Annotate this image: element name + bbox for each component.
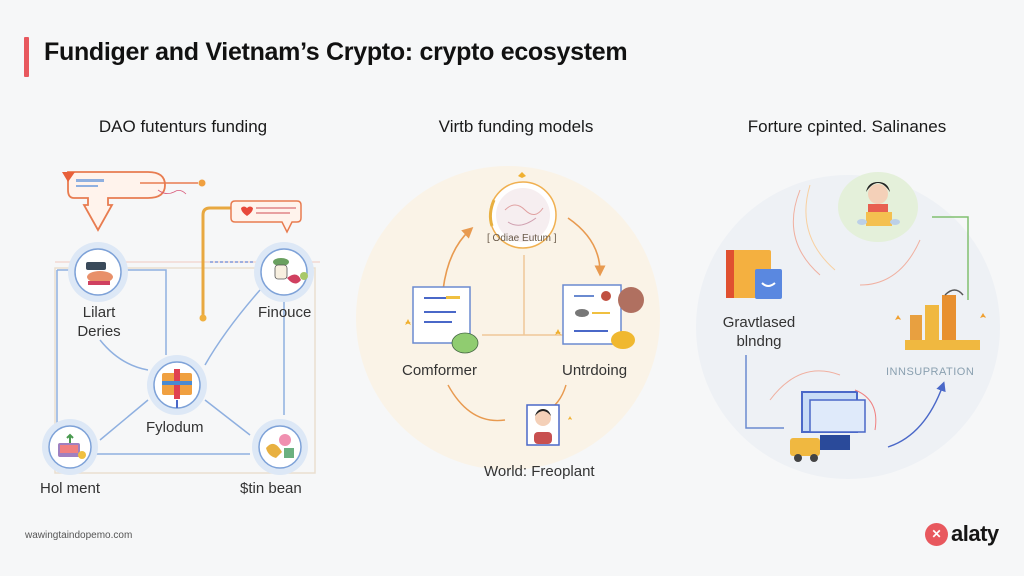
node-label-stin-bean: $tin bean (240, 480, 302, 497)
document-chick-icon (555, 284, 644, 349)
node-label-world-freoplant: World: Freoplant (484, 463, 595, 480)
book-icon (726, 250, 782, 299)
brand-logo-icon: ✕ (925, 522, 948, 546)
salinanes-cycle (696, 172, 1000, 479)
funding-models-cycle (356, 166, 660, 470)
section-heading-models: Virtb funding models (438, 117, 594, 136)
node-label-line: Lilart (82, 304, 116, 321)
gift-box-icon (147, 355, 207, 415)
dao-connector (204, 399, 251, 436)
node-label-finouce: Finouce (258, 304, 312, 321)
node-label-innsupration: INNSUPRATION (886, 366, 975, 378)
swirl-line (792, 189, 821, 276)
node-label-gravtlased: Gravtlased blndng (719, 313, 799, 351)
swirl-line (859, 239, 921, 286)
cycle-connector (482, 255, 565, 336)
document-frog-icon (405, 286, 479, 354)
growth-arrow (887, 381, 946, 448)
cycle-arc (447, 384, 506, 422)
orange-connector (199, 206, 235, 322)
node-label-line: blndng (736, 333, 782, 350)
desk-plant-icon (42, 419, 98, 475)
globe-tag: [ Odiae Eutum ] (487, 233, 557, 244)
cycle-background (356, 166, 660, 470)
title-accent-bar (24, 37, 29, 77)
node-label-hol-ment: Hol ment (40, 480, 101, 497)
dao-frame (54, 267, 316, 474)
section-heading-dao: DAO futenturs funding (98, 117, 268, 136)
factory-icon (895, 289, 986, 350)
finance-person-icon (254, 242, 314, 302)
cycle-arrow (567, 217, 606, 277)
dao-connector (204, 289, 261, 366)
heart-bubble-icon (230, 200, 302, 234)
cycle-background (696, 175, 1000, 479)
node-label-lilart: Lilart Deries (76, 303, 122, 341)
speech-bubble-icon (62, 171, 206, 232)
node-label-line: Gravtlased (722, 314, 796, 331)
brand-name: alaty (951, 521, 999, 546)
dao-connector (99, 399, 149, 441)
node-label-line: Deries (77, 323, 121, 340)
node-label-fylodum: Fylodum (146, 419, 204, 436)
brand-logo: ✕ alaty (925, 521, 999, 547)
dao-network (42, 171, 320, 475)
node-label-comformer: Comformer (402, 362, 478, 379)
node-label-untrdoing: Untrdoing (562, 362, 628, 379)
blue-connector (745, 355, 784, 429)
person-laptop-icon (857, 182, 900, 226)
section-heading-salinanes: Forture cpinted. Salinanes (747, 117, 947, 136)
slide-title: Fundiger and Vietnam’s Crypto: crypto ec… (44, 38, 628, 66)
green-connector (932, 216, 969, 300)
swirl-line (805, 184, 836, 271)
globe-icon (488, 172, 557, 249)
footer-url[interactable]: wawingtaindopemo.com (25, 530, 133, 541)
handshake-icon (252, 419, 308, 475)
computer-truck-icon (769, 370, 877, 462)
crypto-hardware-icon (68, 242, 128, 302)
dao-connector (99, 339, 149, 371)
person-portrait-icon (526, 404, 572, 446)
cycle-arrow (442, 226, 474, 291)
